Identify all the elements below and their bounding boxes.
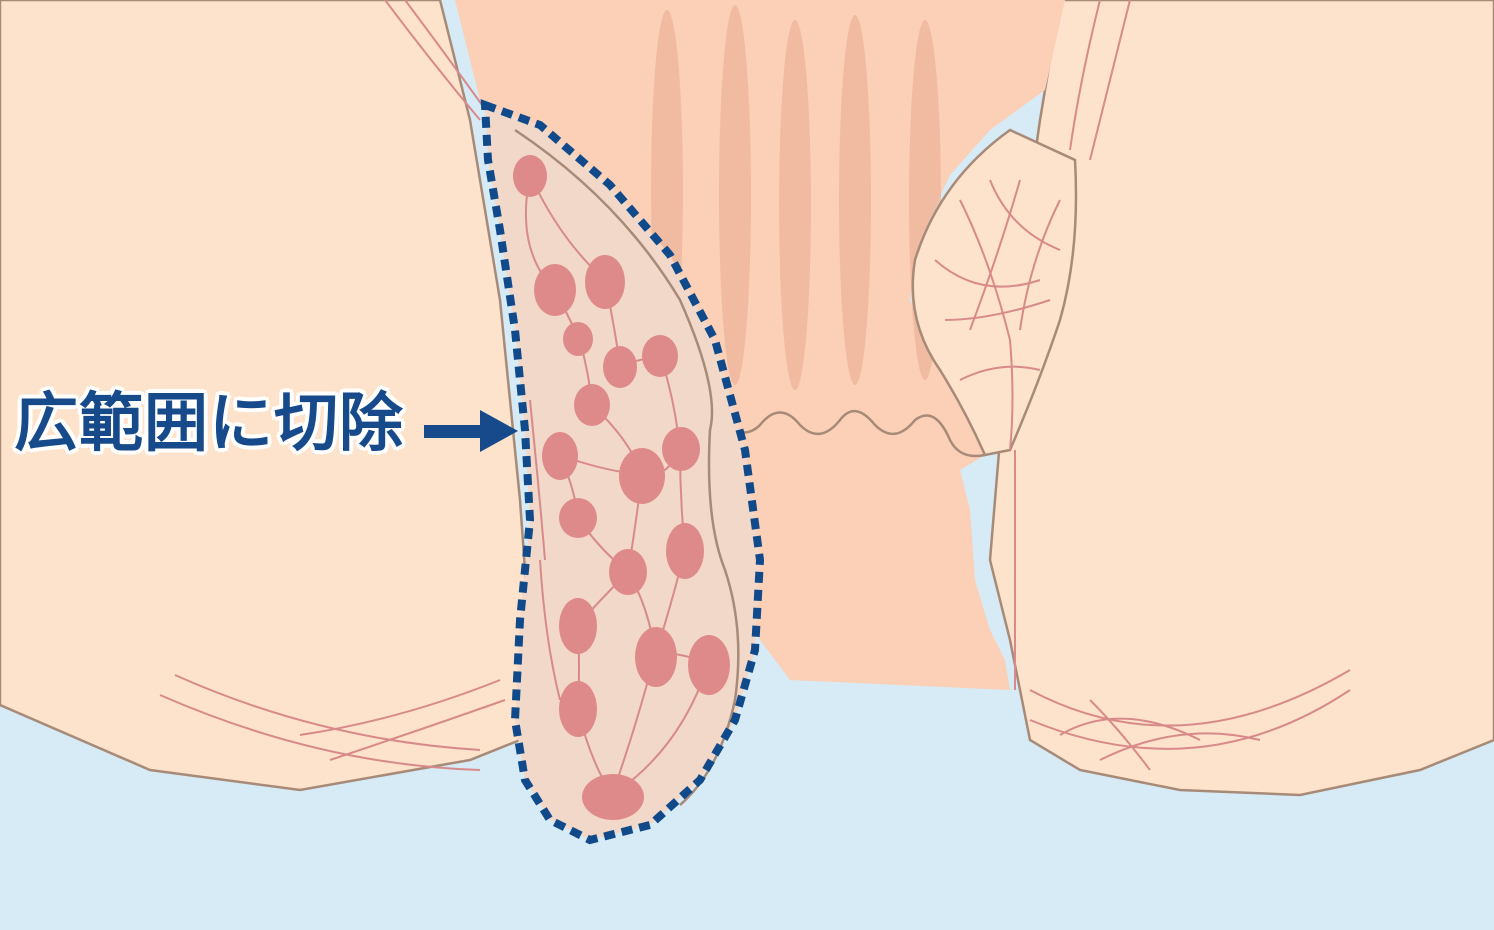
lymph-node xyxy=(582,774,644,820)
excision-outline xyxy=(480,99,765,845)
lymph-node xyxy=(666,523,704,579)
right-sphincter xyxy=(911,128,1078,457)
lower-right-vessels xyxy=(1029,669,1351,771)
excision-label: 広範囲に切除 xyxy=(14,387,404,461)
lymph-node xyxy=(635,627,677,687)
lymph-node xyxy=(574,384,610,426)
lymph-node xyxy=(609,549,647,595)
right-buttock xyxy=(988,0,1494,797)
arrow-right-icon xyxy=(424,410,518,452)
lymph-nodes xyxy=(513,155,730,820)
lymph-node xyxy=(513,155,547,197)
right-sphincter-vessels xyxy=(934,179,1061,451)
lower-left-vessels xyxy=(159,674,506,771)
dentate-line xyxy=(724,410,986,458)
lymph-node xyxy=(585,255,625,309)
lymph-node xyxy=(534,264,576,316)
lymph-node xyxy=(563,322,593,356)
lymph-node xyxy=(559,598,597,654)
lymph-node xyxy=(688,635,730,695)
lymph-node xyxy=(559,681,597,737)
lymph-node xyxy=(559,498,597,538)
lymph-node xyxy=(642,335,678,377)
internal-sphincter-edge xyxy=(514,128,740,806)
lymph-node xyxy=(603,346,637,388)
lymph-node xyxy=(542,432,578,480)
lymph-node xyxy=(662,427,700,471)
right-cleft-lines xyxy=(1014,0,1131,690)
lymph-node xyxy=(619,448,665,504)
